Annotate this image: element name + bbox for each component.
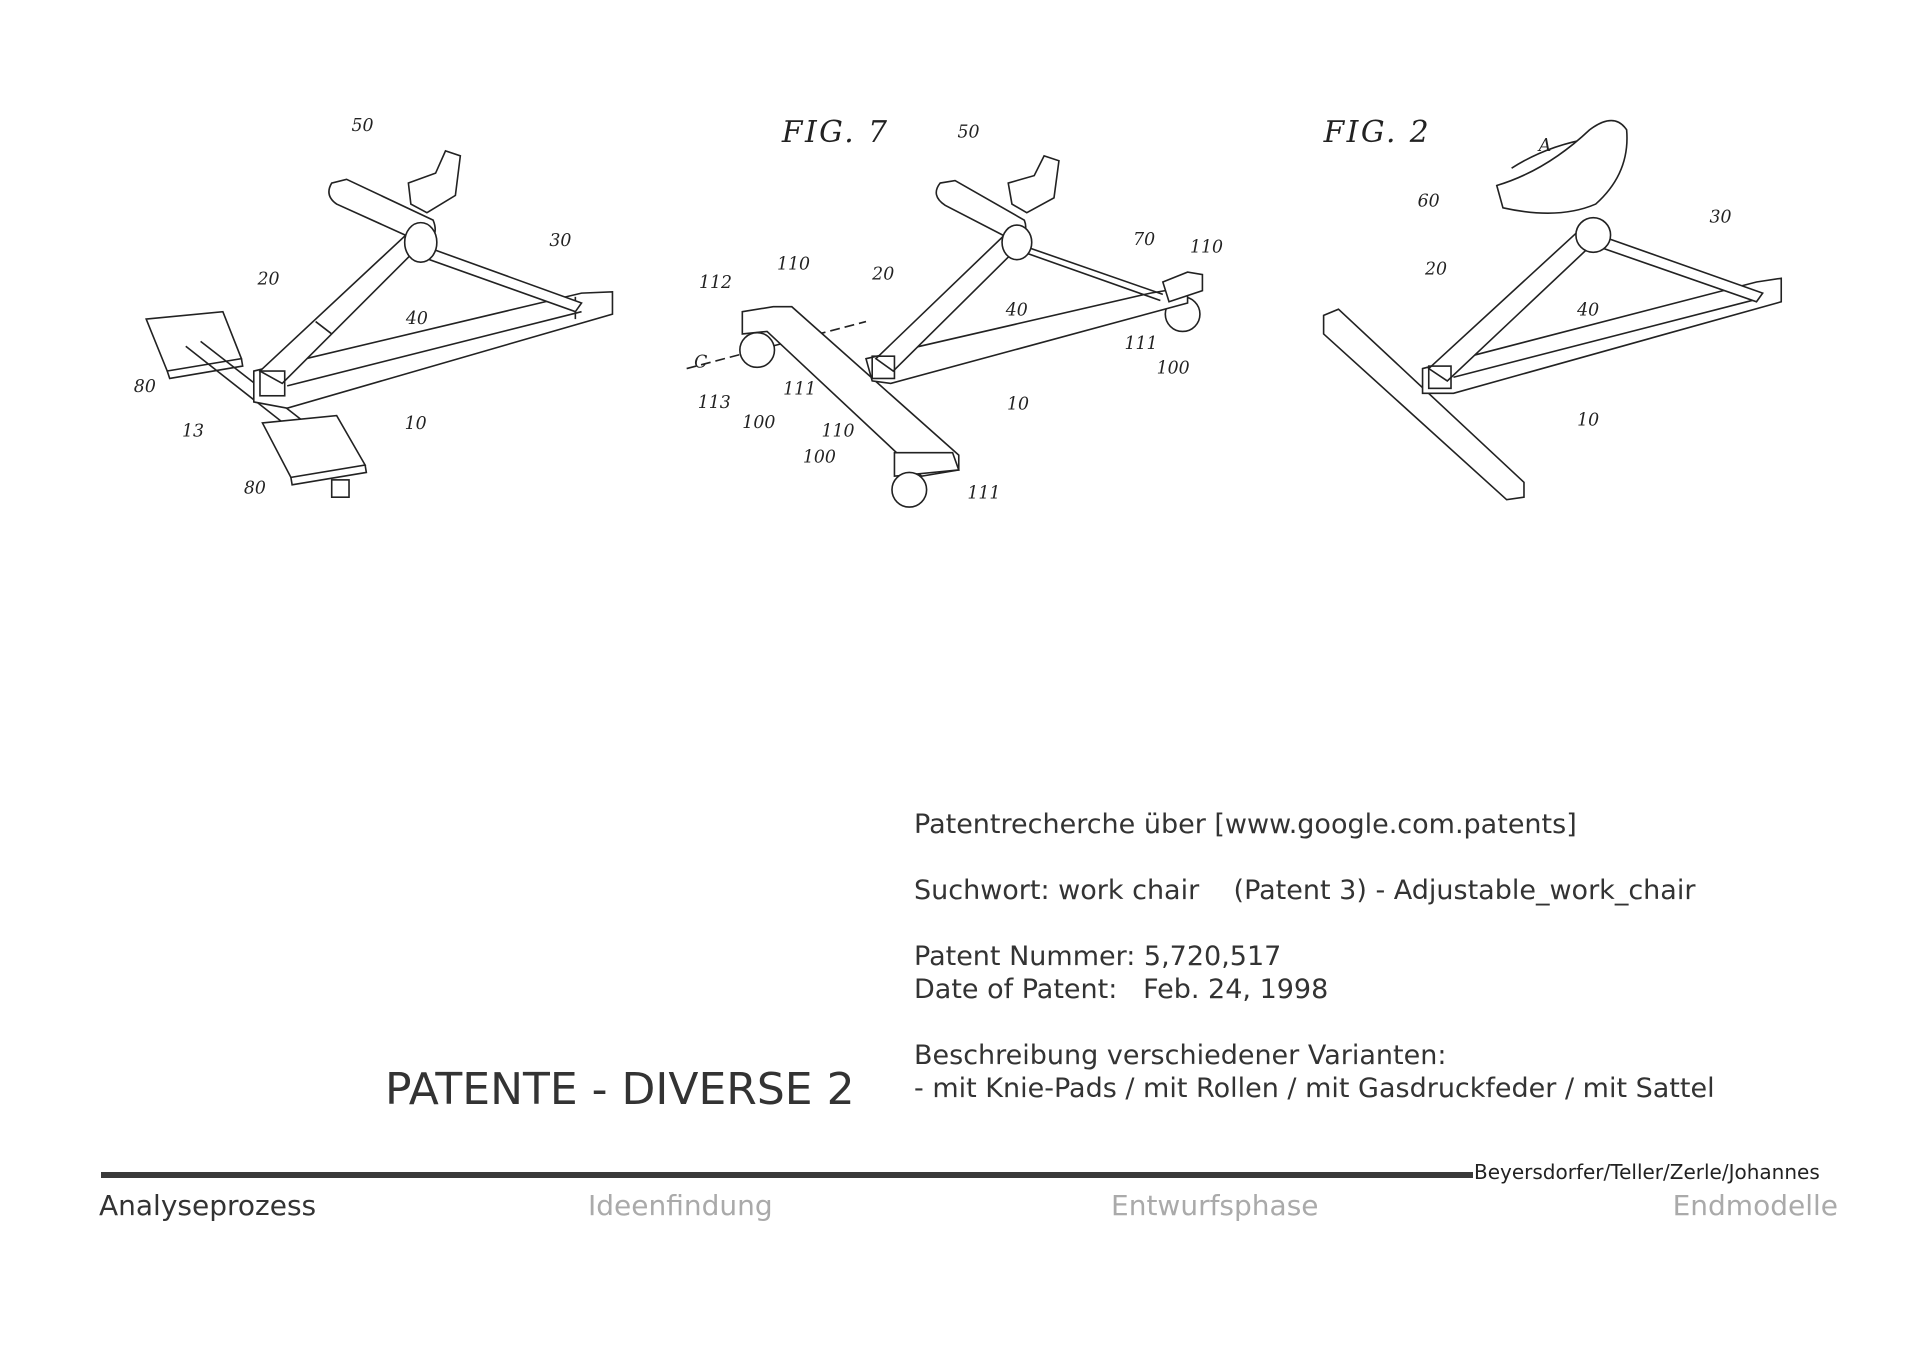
figure-label: 112: [699, 273, 732, 293]
nav-entwurfsphase[interactable]: Entwurfsphase: [1111, 1189, 1319, 1222]
figure-label: 100: [742, 413, 775, 433]
nav-endmodelle[interactable]: Endmodelle: [1672, 1189, 1838, 1222]
figure-label: 100: [803, 448, 836, 468]
progress-divider: [101, 1172, 1473, 1178]
figure-label: 111: [1124, 334, 1157, 354]
figure-label: 30: [1709, 208, 1731, 228]
patent-figure-7-casters: FIG. 7 50 70 110 20 110 112 C 40 111 100…: [686, 114, 1223, 508]
figure-label: 80: [244, 478, 266, 498]
figure-caption: FIG. 7: [781, 114, 890, 149]
figure-label: 40: [405, 309, 428, 329]
figure-label: 111: [783, 380, 816, 400]
figure-label: 10: [1007, 394, 1029, 414]
patent-info: Patentrecherche über [www.google.com.pat…: [914, 808, 1715, 1105]
page-title: PATENTE - DIVERSE 2: [385, 1064, 855, 1115]
figure-label: 40: [1576, 300, 1599, 320]
figure-label: 113: [698, 393, 731, 413]
figure-label: 80: [134, 377, 156, 397]
figure-label: 60: [1418, 192, 1440, 212]
patent-source: Patentrecherche über [www.google.com.pat…: [914, 809, 1577, 840]
figure-label: 100: [1157, 359, 1190, 379]
figure-label: 10: [405, 414, 427, 434]
figure-label: 20: [257, 269, 280, 289]
figure-label: 10: [1577, 410, 1599, 430]
figure-label: 110: [1190, 237, 1223, 257]
figure-label: 110: [821, 422, 854, 442]
figure-label: 70: [1133, 230, 1155, 250]
figure-label: 50: [958, 122, 980, 142]
search-term: Suchwort: work chair (Patent 3) - Adjust…: [914, 875, 1696, 906]
figure-label: 30: [549, 231, 571, 251]
patent-figure-2-saddle: FIG. 2 A 60 30 20 40 10: [1323, 114, 1783, 501]
figure-label: 111: [967, 483, 1000, 503]
figure-label: C: [694, 352, 707, 372]
authors: Beyersdorfer/Teller/Zerle/Johannes: [1474, 1160, 1820, 1184]
nav-ideenfindung[interactable]: Ideenfindung: [588, 1189, 773, 1222]
figure-caption: FIG. 2: [1323, 114, 1432, 149]
figure-label: 13: [182, 422, 204, 442]
figure-label: 40: [1005, 300, 1028, 320]
patent-figure-knee-pads: 50 20 30 40 80 13 10 80: [134, 116, 614, 498]
description-variants: - mit Knie-Pads / mit Rollen / mit Gasdr…: [914, 1073, 1715, 1104]
figure-label: 20: [1424, 260, 1447, 280]
figure-label: 50: [351, 116, 373, 136]
patent-date: Date of Patent: Feb. 24, 1998: [914, 974, 1329, 1005]
figure-label: A: [1537, 136, 1552, 156]
patent-number: Patent Nummer: 5,720,517: [914, 941, 1282, 972]
figure-label: 110: [777, 255, 810, 275]
description-heading: Beschreibung verschiedener Varianten:: [914, 1040, 1447, 1071]
nav-analyseprozess[interactable]: Analyseprozess: [99, 1189, 317, 1222]
figure-label: 20: [871, 265, 894, 285]
